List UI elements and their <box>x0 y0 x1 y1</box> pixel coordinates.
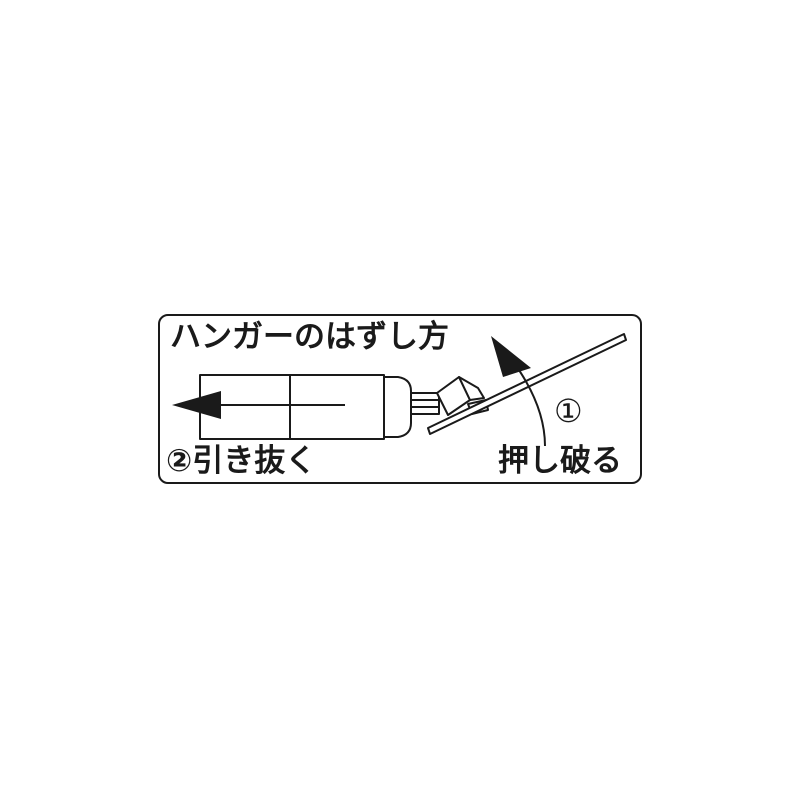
pull-arrow-head <box>172 391 221 419</box>
push-arrow-head <box>491 336 531 377</box>
step1-number: ① <box>554 392 583 430</box>
step2-text: ②引き抜く <box>166 443 317 479</box>
hanger-body <box>199 374 440 440</box>
step1-text: 押し破る <box>498 443 622 479</box>
push-arrow-curve <box>511 359 546 447</box>
hook-clip <box>436 376 489 416</box>
label-title: ハンガーのはずし方 <box>170 319 449 355</box>
